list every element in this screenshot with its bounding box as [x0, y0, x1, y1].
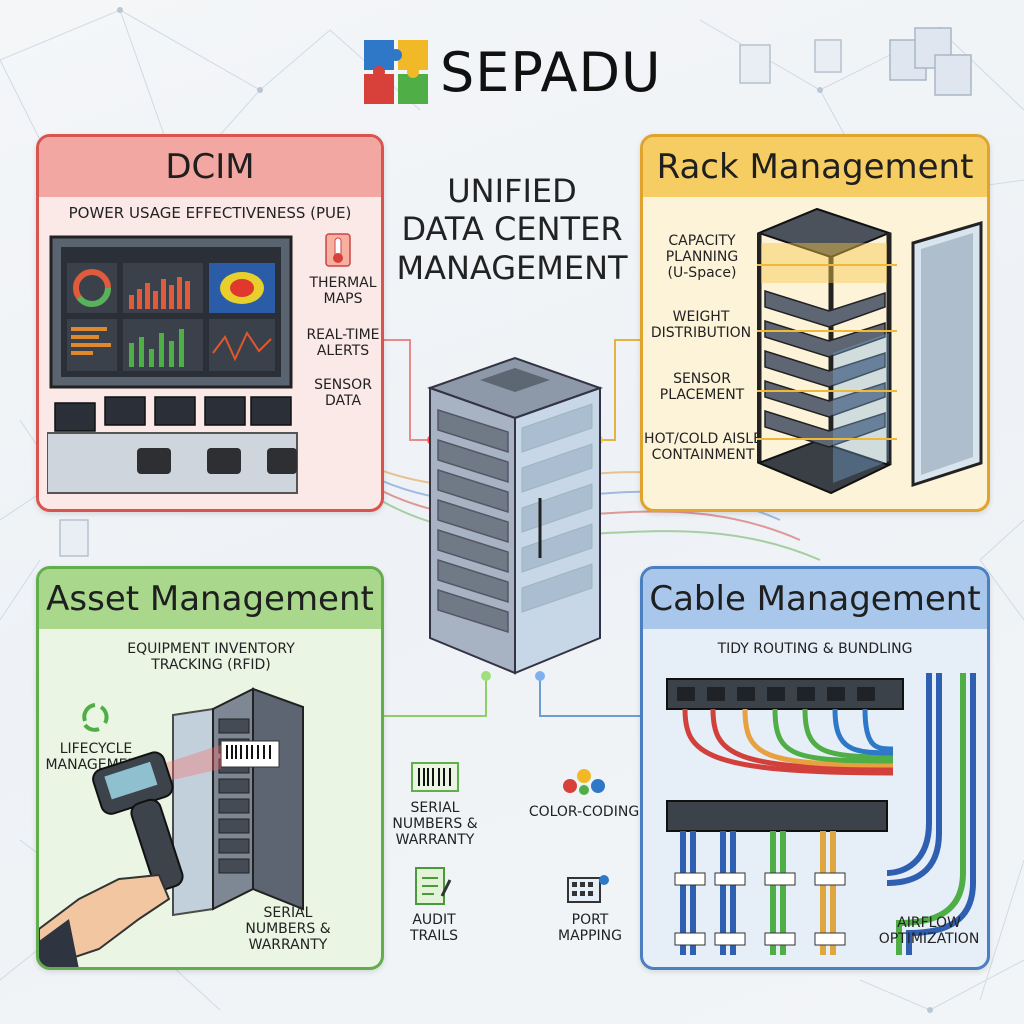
checklist-icon — [415, 867, 452, 905]
puzzle-logo-icon — [364, 40, 428, 104]
central-server-rack — [426, 356, 604, 675]
barcode-icon — [411, 762, 459, 792]
document-icon — [59, 39, 842, 557]
tidy-routing-label: TIDY ROUTING & BUNDLING — [717, 641, 913, 657]
brand-name: SEPADU — [440, 40, 662, 104]
rack-title: Rack Management — [643, 137, 987, 197]
color-coding-label: COLOR-CODING — [528, 804, 640, 820]
recycle-icon — [82, 703, 109, 732]
server-stack-icon — [889, 27, 972, 96]
cable-illustration — [666, 673, 976, 955]
pue-label: POWER USAGE EFFECTIVENESS (PUE) — [68, 204, 352, 222]
cable-title: Cable Management — [643, 569, 987, 629]
color-dots-icon — [563, 769, 605, 795]
control-room-illustration — [47, 235, 298, 494]
cable-panel: Cable Management TIDY ROUTING & BUNDLING — [640, 566, 990, 970]
brand-logo: SEPADU — [362, 36, 662, 108]
asset-title: Asset Management — [39, 569, 381, 629]
thermometer-icon — [325, 233, 351, 267]
dcim-panel: DCIM POWER USAGE EFFECTIVENESS (PUE) THE… — [36, 134, 384, 512]
center-title: UNIFIED DATA CENTER MANAGEMENT — [396, 172, 628, 287]
open-rack-illustration — [757, 207, 983, 495]
scanner-and-server-illustration — [39, 687, 304, 967]
dcim-title: DCIM — [39, 137, 381, 197]
patch-panel-icon — [567, 875, 609, 903]
